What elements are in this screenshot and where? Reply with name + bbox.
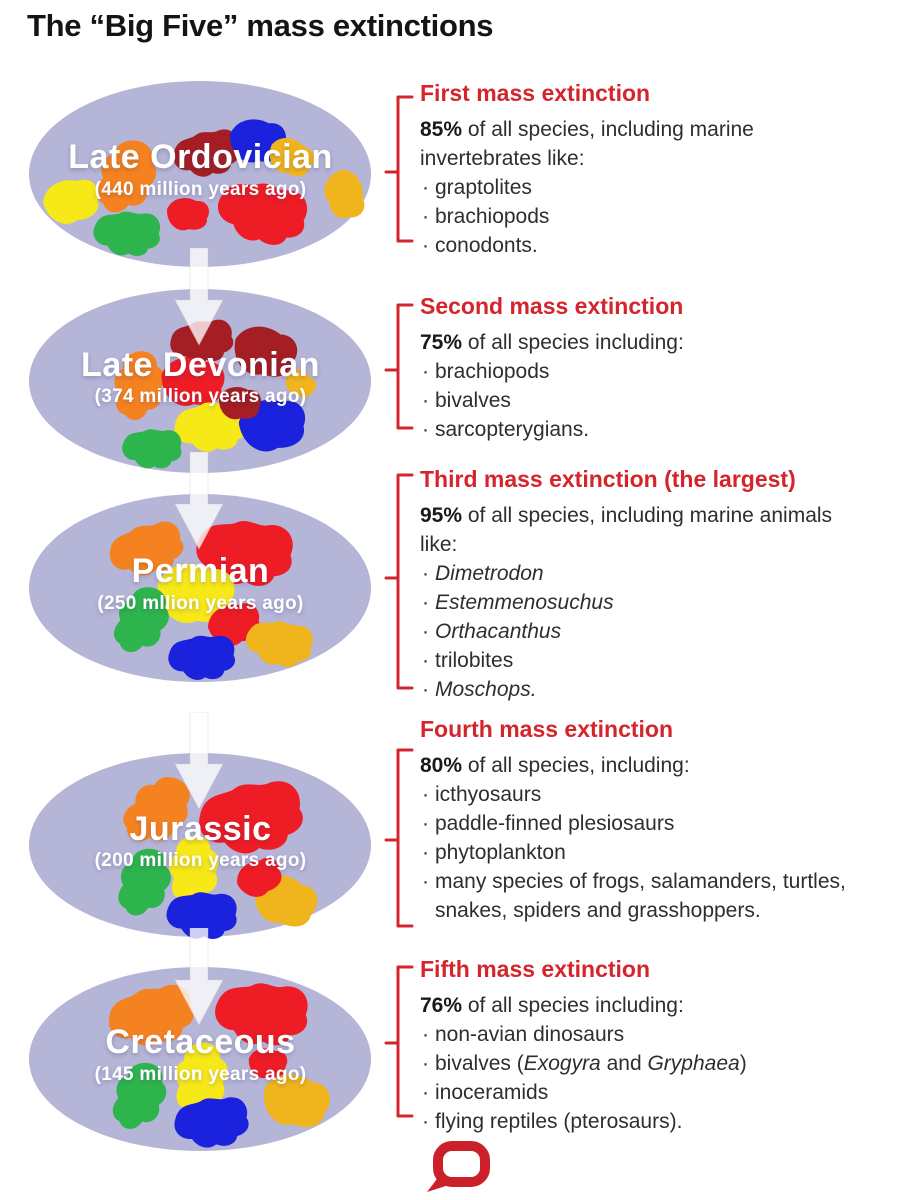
extinction-summary: 95% of all species, including marine ani… — [420, 501, 860, 559]
extinction-heading: Third mass extinction (the largest) — [420, 466, 796, 492]
world-map-illustration — [29, 967, 371, 1151]
bullet-list: non-avian dinosaursbivalves (Exogyra and… — [420, 1020, 860, 1136]
down-arrow-icon — [174, 248, 224, 347]
era-map-late-ordovician: Late Ordovician (440 million years ago) — [28, 80, 373, 268]
extinction-summary-text: of all species, including marine inverte… — [420, 118, 754, 170]
bullet-list: icthyosaurspaddle-finned plesiosaursphyt… — [420, 780, 860, 925]
bullet-item: many species of frogs, salamanders, turt… — [420, 867, 860, 925]
bullet-item: Dimetrodon — [420, 559, 860, 588]
era-age-label: (250 mllion years ago) — [97, 592, 304, 614]
bullet-item: non-avian dinosaurs — [420, 1020, 860, 1049]
era-map-permian: Permian (250 mllion years ago) — [28, 493, 373, 683]
extinction-block-second: Second mass extinction 75% of all specie… — [420, 293, 860, 444]
bullet-item: bivalves (Exogyra and Gryphaea) — [420, 1049, 860, 1078]
extinction-block-first: First mass extinction 85% of all species… — [420, 80, 860, 260]
era-map-jurassic: Jurassic (200 million years ago) — [28, 752, 373, 939]
bullet-item: flying reptiles (pterosaurs). — [420, 1107, 860, 1136]
era-label: Late Devonian (374 million years ago) — [28, 345, 373, 409]
bullet-item: icthyosaurs — [420, 780, 860, 809]
era-name-label: Late Ordovician — [68, 138, 333, 177]
down-arrow-icon — [174, 712, 224, 811]
era-name-label: Cretaceous — [105, 1023, 296, 1062]
extinction-heading: Fifth mass extinction — [420, 956, 651, 982]
era-name-label: Permian — [131, 552, 270, 591]
world-map-illustration — [29, 289, 371, 473]
bullet-item: graptolites — [420, 173, 860, 202]
era-label: Permian (250 mllion years ago) — [28, 552, 373, 615]
bullet-item: Moschops. — [420, 675, 860, 704]
bullet-item: conodonts. — [420, 231, 860, 260]
extinction-heading: First mass extinction — [420, 80, 651, 106]
extinction-summary: 80% of all species, including: — [420, 751, 860, 780]
bullet-item: brachiopods — [420, 357, 860, 386]
extinction-summary: 85% of all species, including marine inv… — [420, 115, 860, 173]
extinction-summary-text: of all species, including marine animals… — [420, 504, 833, 556]
bullet-list: DimetrodonEstemmenosuchusOrthacanthustri… — [420, 559, 860, 704]
extinction-heading: Second mass extinction — [420, 293, 684, 319]
down-arrow-icon — [174, 452, 224, 551]
extinction-percentage: 76% — [420, 994, 463, 1017]
bullet-list: graptolitesbrachiopodsconodonts. — [420, 173, 860, 260]
extinction-block-fifth: Fifth mass extinction 76% of all species… — [420, 956, 860, 1136]
bullet-item: inoceramids — [420, 1078, 860, 1107]
era-name-label: Late Devonian — [81, 345, 320, 384]
era-age-label: (145 million years ago) — [94, 1063, 307, 1085]
bullet-item: sarcopterygians. — [420, 415, 860, 444]
bullet-item: phytoplankton — [420, 838, 860, 867]
era-label: Cretaceous (145 million years ago) — [28, 1023, 373, 1086]
down-arrow-icon — [174, 928, 224, 1027]
extinction-summary-text: of all species including: — [462, 331, 684, 354]
bullet-item: bivalves — [420, 386, 860, 415]
extinction-percentage: 85% — [420, 118, 463, 141]
speech-bubble-logo-icon — [427, 1141, 490, 1192]
extinction-summary-text: of all species including: — [462, 994, 684, 1017]
page-title: The “Big Five” mass extinctions — [27, 8, 494, 43]
bracket-icon — [384, 965, 414, 1118]
era-age-label: (440 million years ago) — [94, 178, 307, 200]
extinction-block-fourth: Fourth mass extinction 80% of all specie… — [420, 716, 860, 925]
bullet-item: Estemmenosuchus — [420, 588, 860, 617]
era-label: Late Ordovician (440 million years ago) — [28, 138, 373, 201]
bullet-list: brachiopodsbivalvessarcopterygians. — [420, 357, 860, 444]
extinction-percentage: 80% — [420, 754, 463, 777]
extinction-percentage: 75% — [420, 331, 463, 354]
world-map-illustration — [29, 494, 371, 682]
era-label: Jurassic (200 million years ago) — [28, 809, 373, 873]
bracket-icon — [384, 95, 414, 243]
era-map-cretaceous: Cretaceous (145 million years ago) — [28, 966, 373, 1152]
world-map-illustration — [29, 753, 371, 939]
extinction-summary-text: of all species, including: — [462, 754, 690, 777]
era-age-label: (374 million years ago) — [94, 386, 307, 408]
bullet-item: Orthacanthus — [420, 617, 860, 646]
extinction-summary: 76% of all species including: — [420, 991, 860, 1020]
era-age-label: (200 million years ago) — [94, 850, 307, 872]
bullet-item: brachiopods — [420, 202, 860, 231]
extinction-percentage: 95% — [420, 504, 463, 527]
bracket-icon — [384, 303, 414, 430]
extinction-summary: 75% of all species including: — [420, 328, 860, 357]
bracket-icon — [384, 748, 414, 928]
bullet-item: trilobites — [420, 646, 860, 675]
world-map-illustration — [29, 81, 371, 267]
bullet-item: paddle-finned plesiosaurs — [420, 809, 860, 838]
era-name-label: Jurassic — [129, 809, 272, 848]
extinction-heading: Fourth mass extinction — [420, 716, 674, 742]
era-map-late-devonian: Late Devonian (374 million years ago) — [28, 288, 373, 475]
bracket-icon — [384, 473, 414, 690]
extinction-block-third: Third mass extinction (the largest) 95% … — [420, 466, 860, 704]
